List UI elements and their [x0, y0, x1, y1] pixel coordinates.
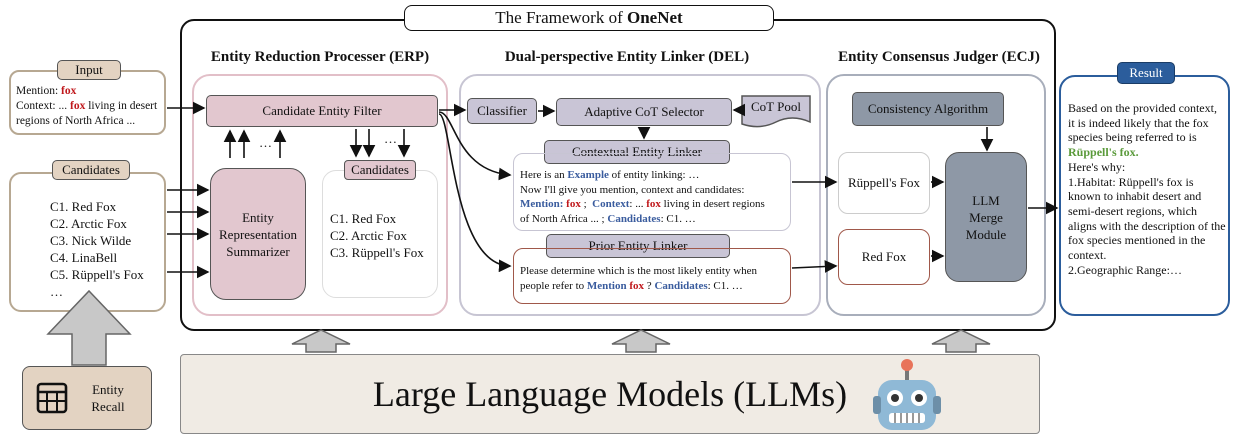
context-prefix: Context: ...: [16, 100, 70, 112]
ctx-text: Now I'll give you mention, context and c…: [520, 183, 745, 196]
summarizer-box: Entity Representation Summarizer: [210, 168, 306, 300]
erp-down-ellipsis: …: [384, 131, 397, 146]
candidates-label: Candidates: [52, 160, 130, 180]
big-arrow-erp: [291, 329, 351, 353]
prior-linker-panel: [513, 248, 791, 304]
framework-title: The Framework of OneNet: [404, 5, 774, 31]
entity-recall-label: Entity Recall: [78, 381, 138, 415]
summarizer-line1: Entity: [242, 209, 274, 225]
big-arrow-ecj: [931, 329, 991, 353]
context-rest: living in desert regions of North Africa…: [16, 100, 158, 127]
result-intro: Based on the provided context, it is ind…: [1068, 101, 1217, 145]
llm-merge-module: LLM Merge Module: [945, 152, 1027, 282]
input-text: Mention: fox Context: ... fox living in …: [16, 84, 164, 129]
prior-prompt: Please determine which is the most likel…: [520, 264, 790, 294]
ctx-candidates: Candidates: [607, 212, 661, 225]
cot-pool-label: CoT Pool: [751, 99, 801, 114]
ecj-output-a: Rüppell's Fox: [838, 152, 930, 214]
ctx-text: of North Africa ... ;: [520, 212, 608, 225]
ctx-text: ;: [580, 198, 593, 210]
table-icon: [36, 382, 68, 414]
ecj-panel: [826, 74, 1046, 316]
ecj-output-b: Red Fox: [838, 229, 930, 285]
big-arrow-del: [611, 329, 671, 353]
contextual-linker-label: Contextual Entity Linker: [544, 140, 730, 164]
classifier-box: Classifier: [467, 98, 537, 124]
framework-title-name: OneNet: [627, 8, 683, 27]
ctx-text: of entity linking: …: [608, 169, 700, 181]
prior-text: ?: [644, 280, 655, 292]
result-label: Result: [1117, 62, 1175, 84]
ctx-text: : ...: [629, 198, 647, 210]
cot-pool-shape: [741, 95, 811, 128]
ctx-fox: fox: [566, 198, 581, 210]
cot-selector-box: Adaptive CoT Selector: [556, 98, 732, 126]
prior-text: : C1. …: [707, 280, 743, 292]
del-panel: [459, 74, 821, 316]
erp-title: Entity Reduction Processer (ERP): [210, 49, 430, 65]
framework-title-prefix: The Framework of: [495, 8, 627, 27]
result-why: Here's why:: [1068, 159, 1126, 174]
result-text: Based on the provided context, it is ind…: [1068, 101, 1226, 277]
candidate-entity-filter: Candidate Entity Filter: [206, 95, 438, 127]
arrow-filter-contextual: [438, 111, 512, 181]
candidate-item: C3. Nick Wilde: [50, 233, 132, 248]
candidate-item: C5. Rüppell's Fox: [50, 267, 144, 282]
summarizer-line2: Representation: [219, 226, 297, 242]
merge-line2: Merge: [969, 209, 1003, 225]
ctx-colon: :: [559, 198, 567, 210]
ctx-text: living in desert regions: [660, 198, 765, 210]
reduced-item: C1. Red Fox: [330, 211, 397, 226]
robot-icon: [873, 359, 941, 430]
entity-recall-line2: Recall: [91, 399, 125, 414]
mention-prefix: Mention:: [16, 85, 62, 97]
erp-up-ellipsis: …: [259, 135, 272, 150]
prior-candidates: Candidates: [654, 280, 708, 292]
candidate-item: C4. LinaBell: [50, 250, 118, 265]
result-habitat: 1.Habitat: Rüppell's fox is known to inh…: [1068, 174, 1226, 263]
arrow-filter-prior: [438, 113, 512, 273]
entity-recall-box: [22, 366, 152, 430]
ctx-context: Context: [592, 198, 630, 210]
reduced-item: C3. Rüppell's Fox: [330, 245, 424, 260]
contextual-linker-panel: [513, 153, 791, 231]
ctx-mention: Mention: [520, 198, 560, 210]
input-label: Input: [57, 60, 121, 80]
arrow-prior-outb: [791, 260, 838, 273]
context-fox: fox: [70, 100, 86, 112]
del-title: Dual-perspective Entity Linker (DEL): [504, 49, 750, 65]
reduced-candidates-label: Candidates: [344, 160, 416, 180]
llm-bar-label: Large Language Models (LLMs): [372, 374, 848, 414]
ctx-text: Here is an: [520, 169, 568, 181]
ctx-fox: fox: [646, 198, 661, 210]
candidate-item: C1. Red Fox: [50, 199, 117, 214]
result-answer: Rüppell's fox.: [1068, 145, 1139, 160]
candidate-item: C2. Arctic Fox: [50, 216, 127, 231]
prior-fox: fox: [629, 280, 645, 292]
reduced-candidates-list: C1. Red Fox C2. Arctic Fox C3. Rüppell's…: [330, 210, 438, 261]
ctx-example: Example: [567, 169, 609, 181]
contextual-prompt: Here is an Example of entity linking: … …: [520, 168, 790, 226]
prior-mention: Mention: [586, 280, 627, 292]
ctx-text: : C1. …: [660, 212, 696, 225]
mention-value: fox: [61, 85, 77, 97]
prior-linker-label: Prior Entity Linker: [546, 234, 730, 258]
entity-recall-line1: Entity: [92, 382, 124, 397]
merge-line3: Module: [965, 226, 1007, 242]
ecj-title: Entity Consensus Judger (ECJ): [838, 49, 1040, 65]
result-geo: 2.Geographic Range:…: [1068, 262, 1182, 277]
erp-panel: [192, 74, 448, 316]
summarizer-line3: Summarizer: [226, 243, 290, 259]
candidate-item: …: [50, 284, 63, 299]
big-arrow-recall: [46, 289, 132, 366]
candidates-list: C1. Red Fox C2. Arctic Fox C3. Nick Wild…: [50, 198, 165, 300]
consistency-algorithm: Consistency Algorithm: [852, 92, 1004, 126]
reduced-item: C2. Arctic Fox: [330, 228, 407, 243]
prior-text: Please determine which is the most likel…: [520, 265, 758, 277]
prior-text: people refer to: [520, 280, 587, 292]
merge-line1: LLM: [972, 192, 1000, 208]
